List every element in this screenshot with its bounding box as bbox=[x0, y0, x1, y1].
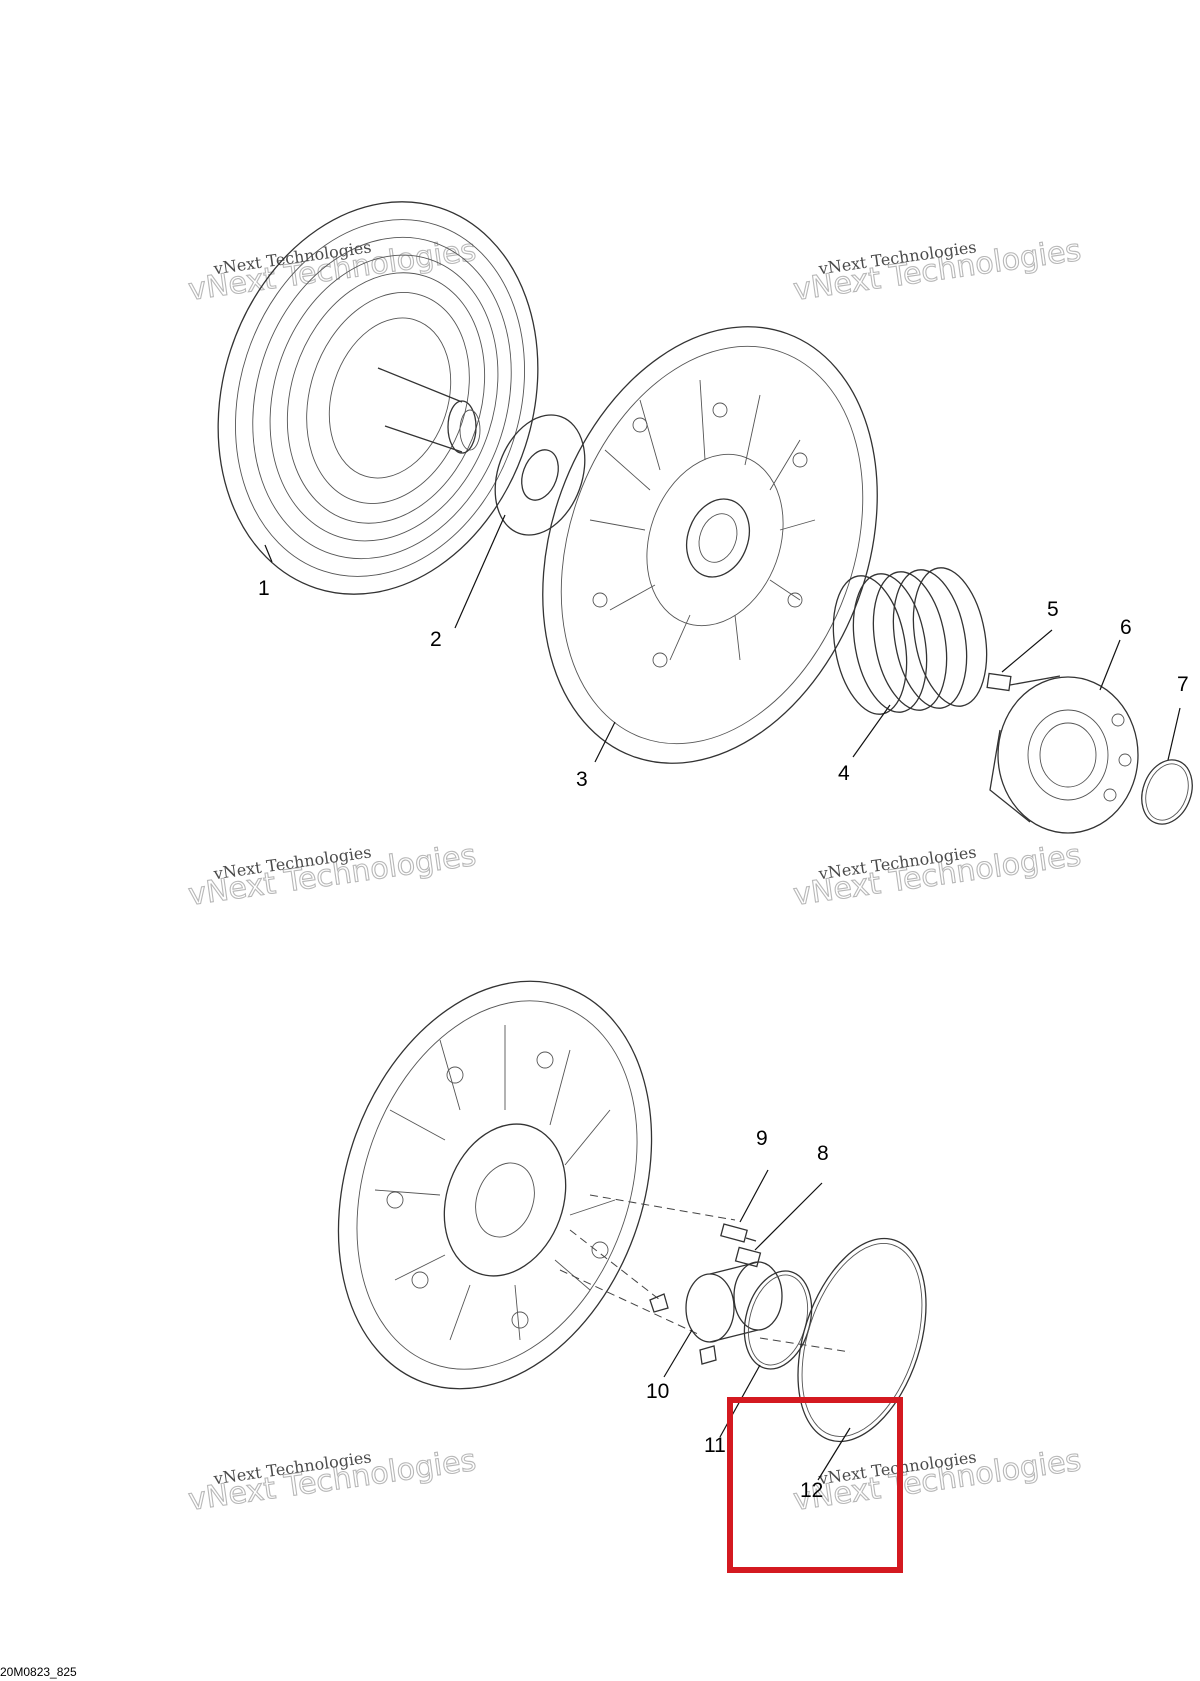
part-4-spring bbox=[832, 567, 988, 715]
part-9-screw bbox=[720, 1223, 757, 1243]
part-8-slider-shoe bbox=[734, 1246, 762, 1268]
callout-3: 3 bbox=[576, 768, 588, 791]
part-11-snap-ring bbox=[743, 1270, 813, 1370]
part-7-retaining-ring bbox=[1141, 759, 1193, 825]
watermark-top-right: vNext Technologies vNext Technologies bbox=[791, 232, 1084, 308]
part-10-bushing bbox=[649, 1261, 783, 1365]
callout-5: 5 bbox=[1047, 598, 1059, 621]
part-5-slider-button bbox=[986, 672, 1012, 692]
callout-8: 8 bbox=[817, 1142, 829, 1165]
callout-11: 11 bbox=[704, 1434, 726, 1457]
callout-9: 9 bbox=[756, 1127, 768, 1150]
part-1-fixed-sheave bbox=[217, 201, 539, 595]
callout-12: 12 bbox=[800, 1479, 823, 1502]
watermark-mid-right: vNext Technologies vNext Technologies bbox=[791, 837, 1084, 913]
callout-7: 7 bbox=[1177, 673, 1189, 696]
part-movable-sheave-rear bbox=[337, 980, 653, 1390]
callout-10: 10 bbox=[646, 1380, 669, 1403]
watermark-bottom-right: vNext Technologies vNext Technologies bbox=[791, 1442, 1084, 1518]
leader-lines bbox=[264, 514, 1181, 1481]
watermark-top-left: vNext Technologies vNext Technologies bbox=[186, 232, 479, 308]
highlight-box-part-12 bbox=[727, 1397, 903, 1573]
part-3-movable-sheave bbox=[542, 326, 878, 764]
watermark-mid-left: vNext Technologies vNext Technologies bbox=[186, 837, 479, 913]
part-6-cam bbox=[989, 675, 1139, 834]
assembly-axis-lines bbox=[559, 1194, 851, 1353]
part-2-washer bbox=[494, 414, 586, 536]
figure-code: 20M0823_825 bbox=[0, 1665, 77, 1679]
callout-4: 4 bbox=[838, 762, 850, 785]
callout-6: 6 bbox=[1120, 616, 1132, 639]
part-12-ring bbox=[797, 1237, 927, 1443]
callout-2: 2 bbox=[430, 628, 442, 651]
watermark-bottom-left: vNext Technologies vNext Technologies bbox=[186, 1442, 479, 1518]
callout-1: 1 bbox=[258, 577, 270, 600]
